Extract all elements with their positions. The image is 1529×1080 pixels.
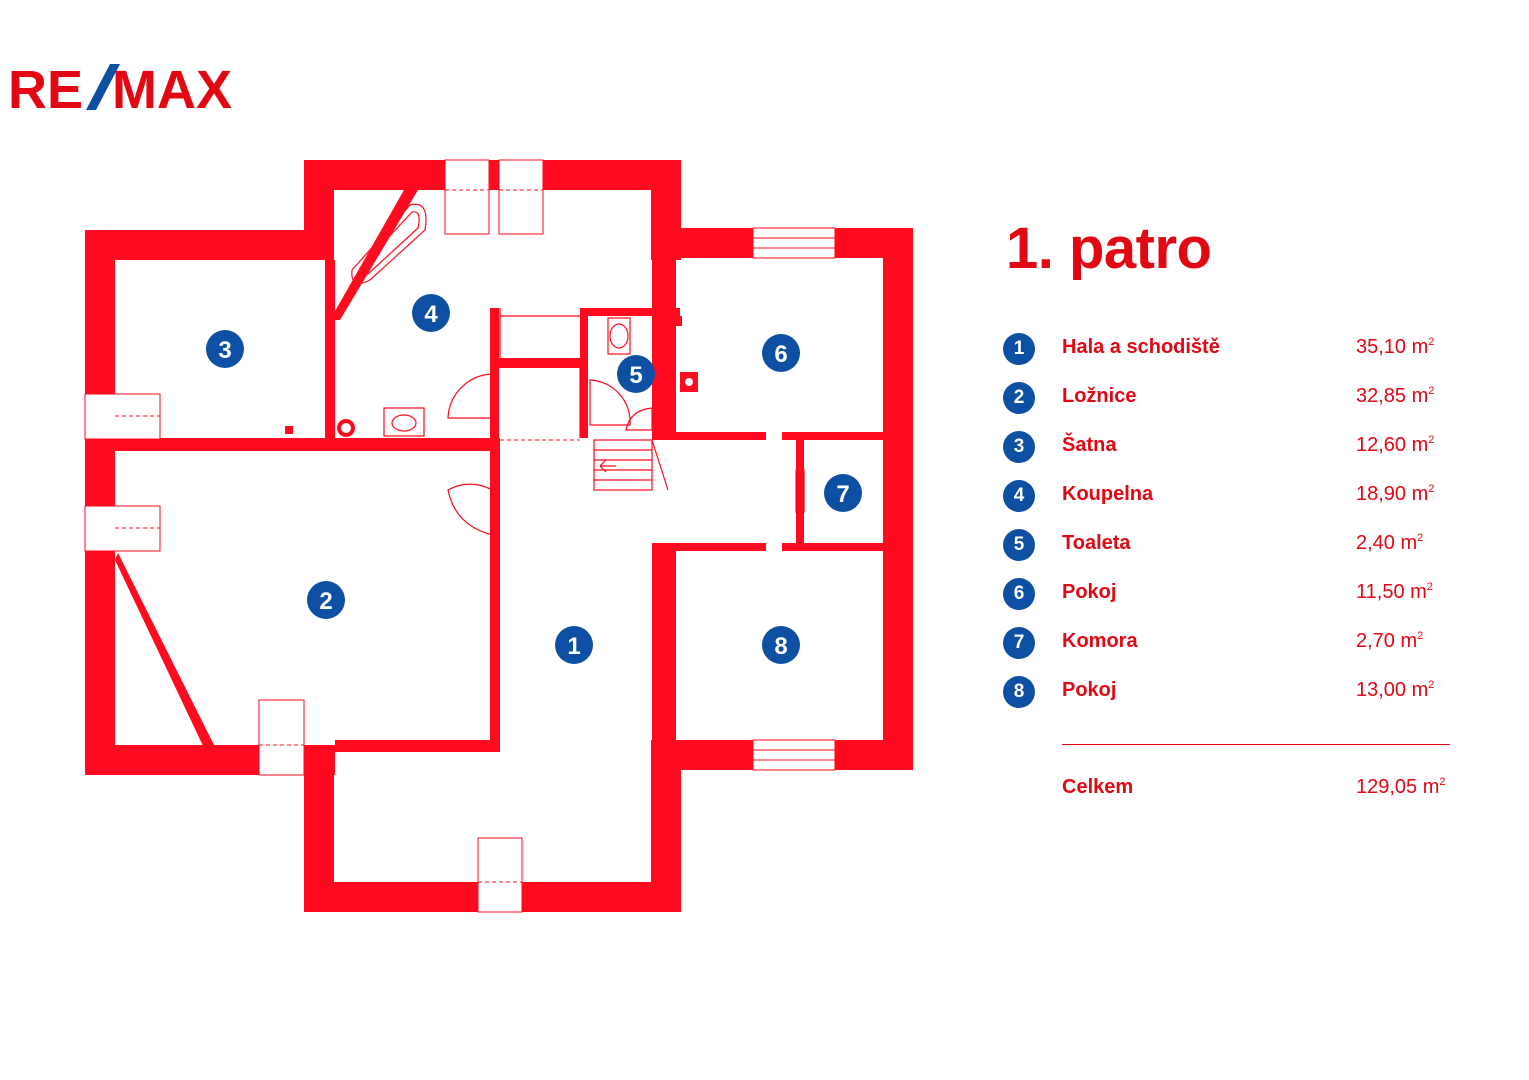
logo-slash	[86, 64, 120, 110]
plan-badge-1: 1	[555, 626, 593, 664]
room-badge: 1	[1003, 333, 1035, 365]
room-badge: 7	[1003, 627, 1035, 659]
plan-badge-3: 3	[206, 330, 244, 368]
remax-logo: RE MAX	[8, 60, 232, 118]
floor-title: 1. patro	[1006, 216, 1212, 281]
room-row-6: 6 Pokoj 11,50 m2	[1003, 578, 1473, 612]
room-name: Ložnice	[1062, 385, 1137, 407]
room-badge: 5	[1003, 529, 1035, 561]
room-area: 18,90 m2	[1356, 483, 1435, 505]
room-area: 12,60 m2	[1356, 434, 1435, 456]
room-row-5: 5 Toaleta 2,40 m2	[1003, 529, 1473, 563]
total-label: Celkem	[1062, 776, 1134, 798]
svg-text:6: 6	[774, 341, 787, 368]
room-area: 2,70 m2	[1356, 630, 1424, 652]
plan-badges: 1 2 3 4 5 6 7 8	[206, 294, 862, 664]
room-row-2: 2 Ložnice 32,85 m2	[1003, 382, 1473, 416]
room-row-1: 1 Hala a schodiště 35,10 m2	[1003, 333, 1473, 367]
room-area: 11,50 m2	[1356, 581, 1433, 603]
room-row-8: 8 Pokoj 13,00 m2	[1003, 676, 1473, 710]
room-area: 32,85 m2	[1356, 385, 1435, 407]
room-row-7: 7 Komora 2,70 m2	[1003, 627, 1473, 661]
window-frames	[680, 237, 835, 761]
plan-badge-4: 4	[412, 294, 450, 332]
room-badge: 6	[1003, 578, 1035, 610]
window-sills	[115, 189, 580, 883]
plan-badge-2: 2	[307, 581, 345, 619]
room-name: Toaleta	[1062, 532, 1131, 554]
svg-text:2: 2	[319, 588, 332, 615]
room-name: Komora	[1062, 630, 1138, 652]
total-area: 129,05 m2	[1356, 776, 1446, 798]
windows	[84, 159, 836, 913]
svg-text:8: 8	[774, 633, 787, 660]
room-badge: 2	[1003, 382, 1035, 414]
room-area: 35,10 m2	[1356, 336, 1435, 358]
room-area: 13,00 m2	[1356, 679, 1435, 701]
room-badge: 3	[1003, 431, 1035, 463]
plan-badge-8: 8	[762, 626, 800, 664]
fixtures	[242, 203, 805, 536]
plan-badge-5: 5	[617, 355, 655, 393]
svg-text:4: 4	[424, 301, 438, 328]
room-badge: 4	[1003, 480, 1035, 512]
plan-badge-6: 6	[762, 334, 800, 372]
plan-badge-7: 7	[824, 474, 862, 512]
logo-text-re: RE	[8, 60, 83, 118]
room-badge: 8	[1003, 676, 1035, 708]
round-fixture-centers	[341, 378, 693, 433]
svg-text:5: 5	[629, 362, 642, 389]
svg-text:1: 1	[567, 633, 580, 660]
room-name: Pokoj	[1062, 581, 1117, 603]
room-row-3: 3 Šatna 12,60 m2	[1003, 431, 1473, 465]
legend-divider	[1062, 744, 1450, 745]
floor-plan: 1 2 3 4 5 6 7 8	[84, 159, 913, 913]
logo-text-max: MAX	[112, 60, 232, 118]
total-row: Celkem 129,05 m2	[1062, 776, 1482, 806]
svg-text:3: 3	[218, 337, 231, 364]
room-area: 2,40 m2	[1356, 532, 1424, 554]
room-name: Šatna	[1062, 434, 1117, 456]
room-row-4: 4 Koupelna 18,90 m2	[1003, 480, 1473, 514]
room-name: Koupelna	[1062, 483, 1154, 505]
room-name: Hala a schodiště	[1062, 336, 1220, 358]
svg-text:7: 7	[836, 481, 849, 508]
room-name: Pokoj	[1062, 679, 1117, 701]
walls	[85, 160, 913, 912]
